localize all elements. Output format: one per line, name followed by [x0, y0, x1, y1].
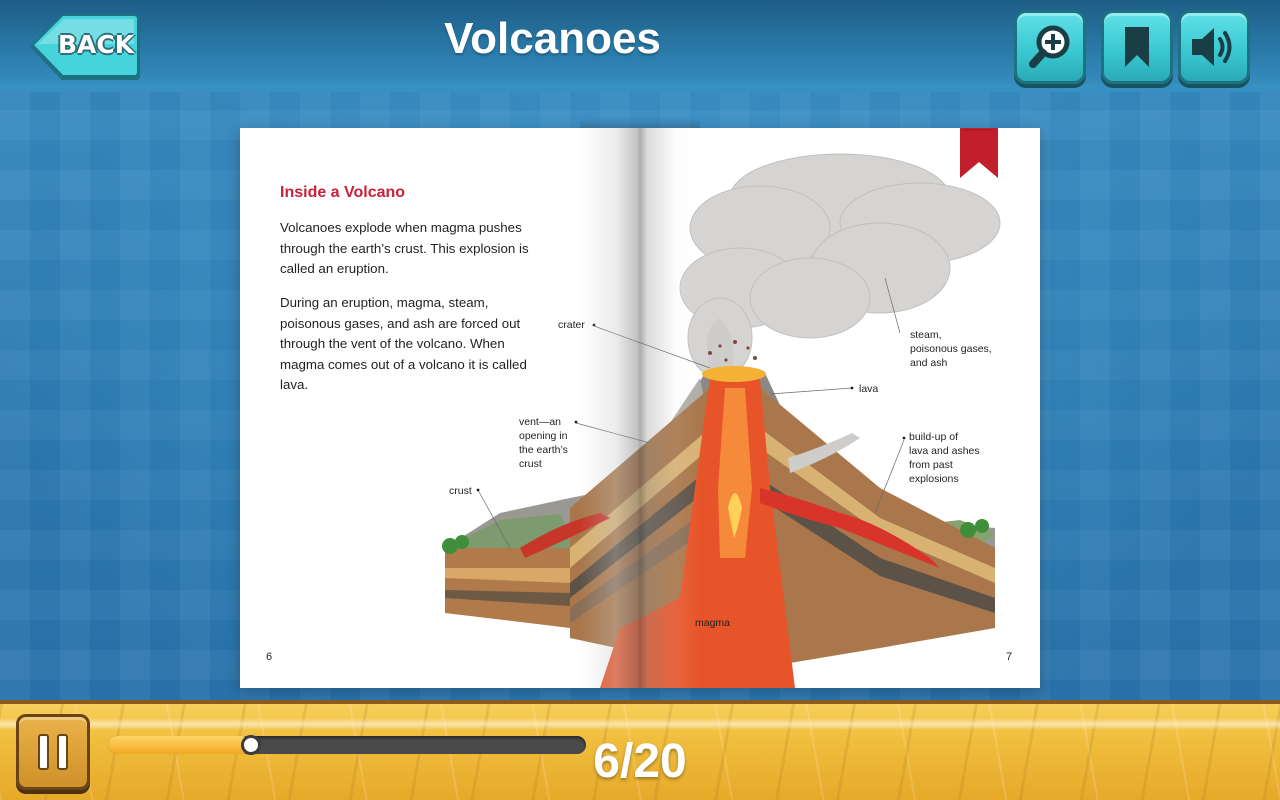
page-number-left: 6 [266, 651, 273, 663]
pause-icon-bar-right [57, 734, 68, 770]
header-scalloped-edge [0, 84, 1280, 102]
back-button[interactable]: BACK [26, 10, 142, 84]
zoom-in-icon [1029, 25, 1070, 68]
bookmark-icon [1125, 27, 1149, 67]
back-arrow-icon [30, 14, 140, 80]
page-title: Volcanoes [444, 14, 661, 63]
zoom-button[interactable] [1014, 10, 1086, 84]
body-paragraph-1: Volcanoes explode when magma pushes thro… [280, 220, 529, 277]
pause-button[interactable] [16, 714, 90, 790]
page-bookmark-ribbon[interactable] [960, 128, 998, 180]
ribbon-bookmark-icon [960, 128, 998, 178]
speaker-icon [1192, 28, 1232, 66]
book-spread[interactable]: Inside a Volcano Volcanoes explode when … [240, 128, 1040, 688]
label-crater: crater [558, 319, 585, 331]
sound-button[interactable] [1178, 10, 1250, 84]
page-number-right: 7 [1006, 651, 1013, 663]
page-counter: 6/20 [593, 735, 687, 788]
label-lava: lava [859, 383, 879, 395]
footer-bar: 6/20 [0, 700, 1280, 800]
back-button-label: BACK [57, 30, 135, 59]
book-spine-shadow [580, 116, 700, 130]
body-paragraph-2: During an eruption, magma, steam, poison… [280, 295, 527, 393]
label-crust: crust [449, 485, 472, 497]
label-magma: magma [695, 617, 731, 629]
footer-wood-highlight [0, 718, 1280, 730]
progress-knob[interactable] [241, 735, 261, 755]
progress-slider[interactable] [108, 735, 586, 755]
section-heading: Inside a Volcano [280, 184, 406, 201]
label-buildup: build-up of lava and ashes from past exp… [909, 431, 980, 485]
progress-fill [108, 736, 251, 754]
label-steam: steam, poisonous gases, and ash [910, 329, 992, 369]
label-vent: vent—an opening in the earth’s crust [519, 416, 568, 470]
bookmark-button[interactable] [1101, 10, 1173, 84]
pause-icon-bar-left [38, 734, 49, 770]
volcano-illustration [442, 153, 1001, 688]
